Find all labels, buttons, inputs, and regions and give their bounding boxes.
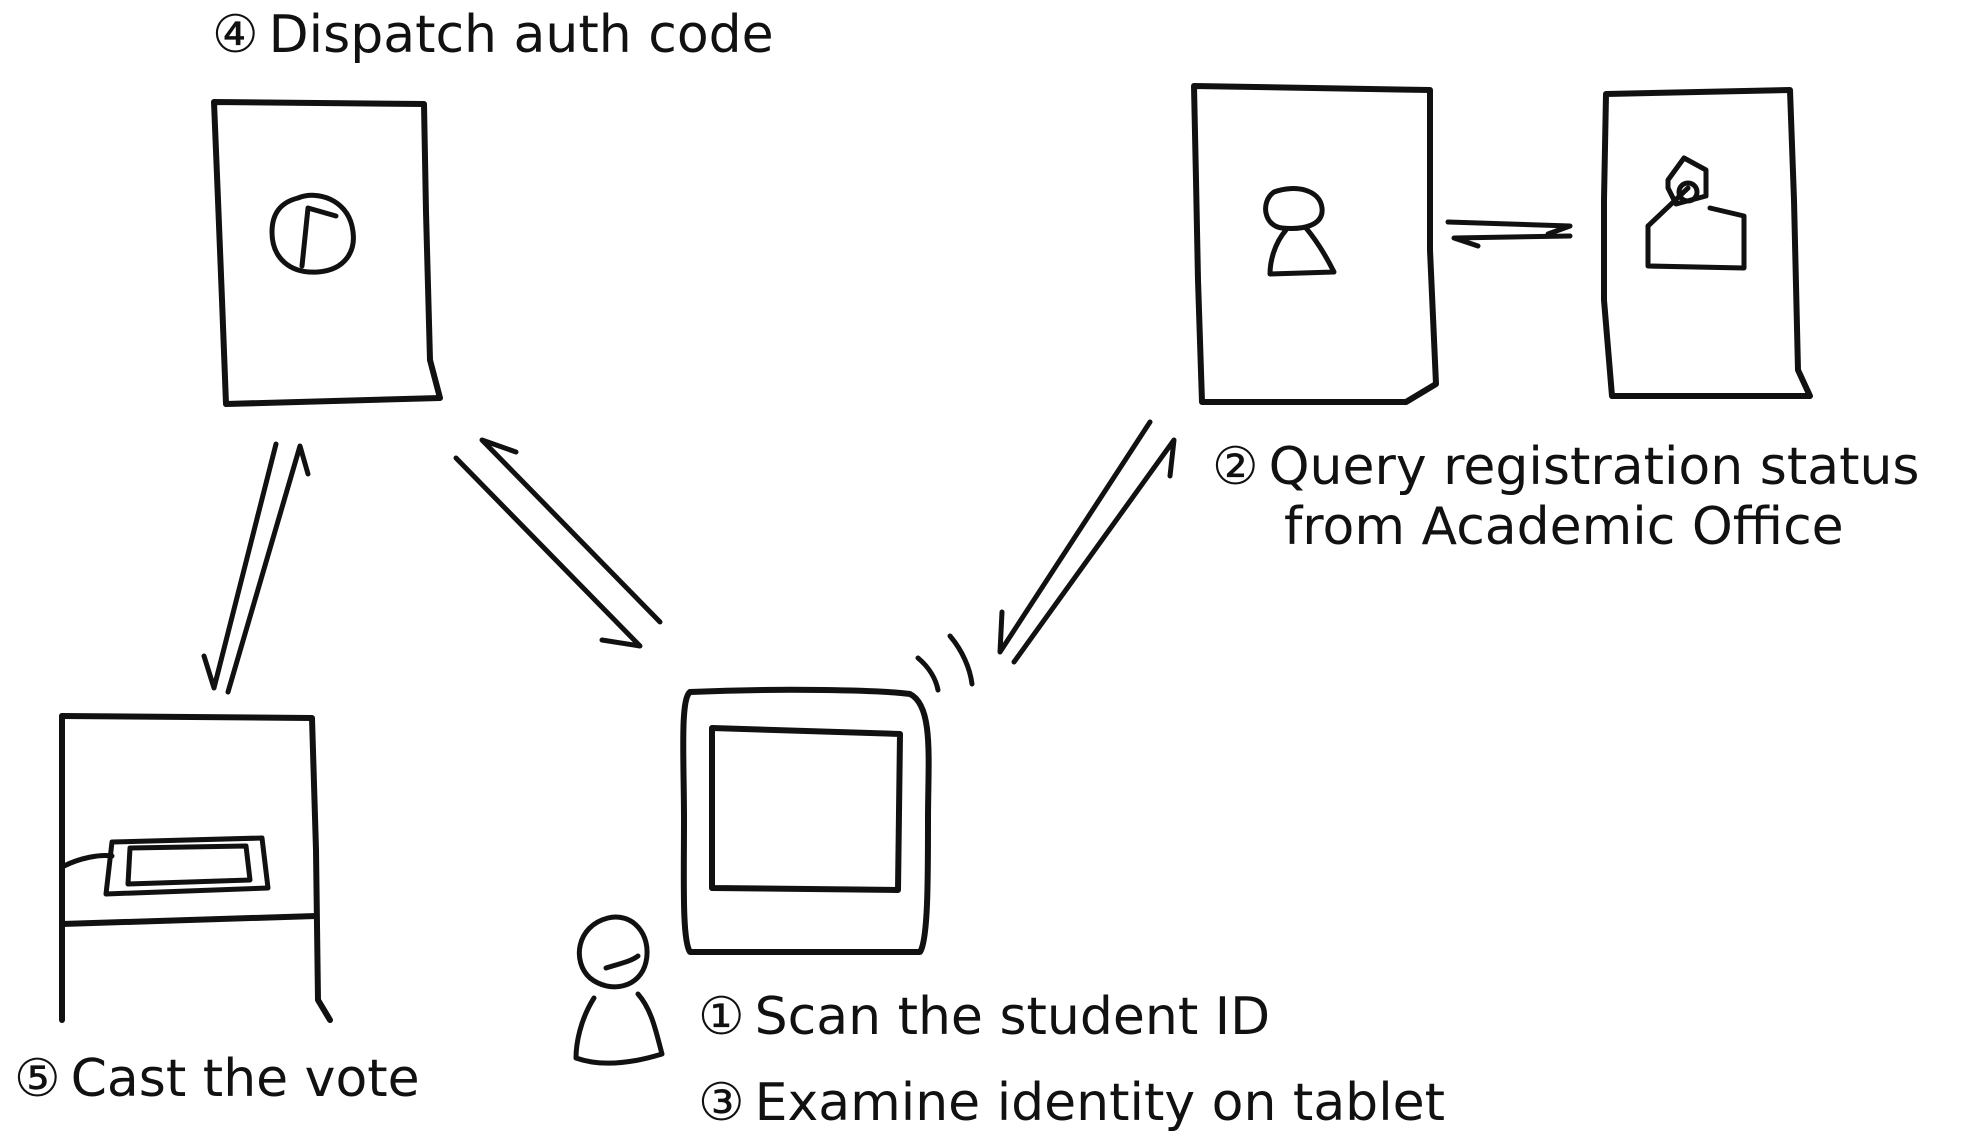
- voting-booth-box: [59, 713, 333, 1023]
- no-entry-icon: [269, 192, 356, 275]
- school-building-icon: [1645, 155, 1747, 271]
- person-icon: [1263, 186, 1337, 277]
- academic-office-box: [1601, 87, 1813, 399]
- auth-server-box: [211, 99, 443, 407]
- voting-booth-icon: [61, 835, 271, 897]
- registration-academic-arrows: [1445, 219, 1573, 249]
- registration-server-box: [1191, 83, 1439, 405]
- auth-booth-arrows: [201, 441, 311, 695]
- signal-waves-icon: [915, 633, 975, 693]
- auth-tablet-arrows: [453, 437, 663, 649]
- tablet-registration-arrows: [997, 419, 1177, 665]
- smiling-person-icon: [573, 914, 665, 1066]
- tablet-icon: [680, 686, 932, 955]
